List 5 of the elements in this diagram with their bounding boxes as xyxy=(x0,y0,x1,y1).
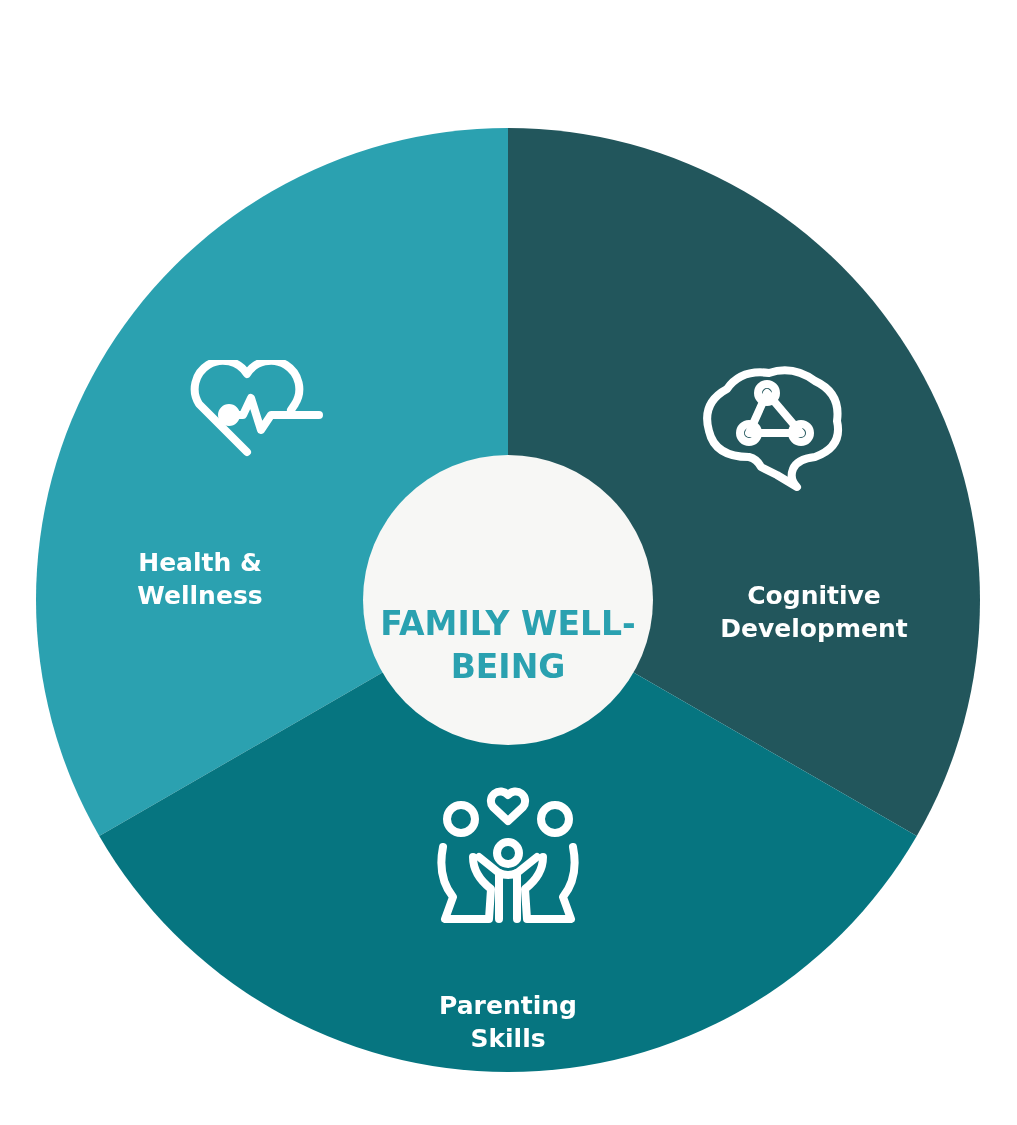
segment-label: Health & Wellness xyxy=(136,547,264,612)
segment-label: Parenting Skills xyxy=(438,990,578,1055)
center-title: FAMILY WELL-BEING xyxy=(379,603,637,688)
center-circle xyxy=(363,455,653,745)
segment-label: Cognitive Development xyxy=(719,580,909,645)
